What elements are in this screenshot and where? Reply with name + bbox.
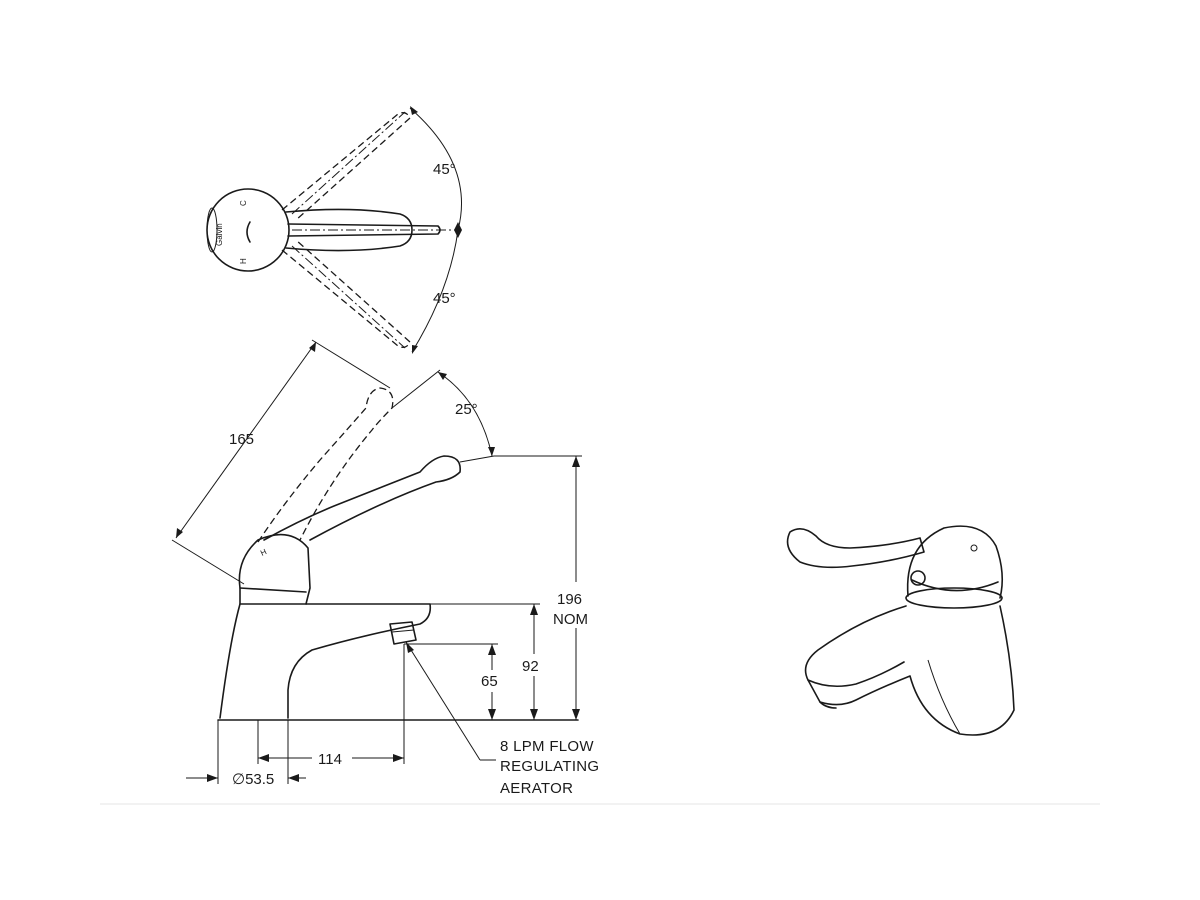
perspective-lever [786, 528, 925, 569]
dim-25-arrow-b [488, 447, 495, 456]
perspective-dome-base [905, 587, 1003, 609]
overall-height-value: 196 [557, 591, 582, 608]
dim-196-arrow-top [572, 456, 580, 467]
angle-arrow-top [410, 106, 418, 115]
aerator-note-line1: 8 LPM FLOW [500, 738, 594, 755]
dim-92-label-bg [518, 654, 548, 676]
tap-body [219, 603, 432, 719]
angle-arrow-mid-up [454, 222, 462, 230]
angle-arrow-mid-down [454, 230, 462, 238]
dim-dia-arrow-a [207, 774, 218, 782]
dim-65-arrow-top [488, 644, 496, 655]
perspective-body [804, 605, 1015, 736]
brand-mark: Galvin [215, 223, 224, 246]
dim-25-arc [437, 371, 493, 457]
top-view-upper-centerline [291, 111, 406, 215]
perspective-screw [910, 570, 926, 586]
dim-165-line [175, 341, 317, 539]
dim-196-label-bg [548, 582, 606, 628]
dim-dia-arrow-b [288, 774, 299, 782]
dim-92-arrow-top [530, 604, 538, 615]
dim-25-ext-b [459, 455, 495, 463]
side-view: H 165 25° 196 NOM 92 [171, 339, 606, 797]
dim-114-arrow-b [393, 754, 404, 762]
lever-angle-label: 25° [455, 401, 478, 418]
perspective-aerator [819, 701, 837, 709]
aerator [389, 621, 417, 645]
outlet-height-label: 65 [481, 673, 498, 690]
aerator-leader [405, 641, 481, 761]
dim-165-ext-b [311, 339, 391, 389]
perspective-indicator-dot [970, 544, 978, 552]
perspective-dome-band [911, 579, 999, 592]
top-view-knob-rim [206, 207, 218, 253]
lever-length-label: 165 [229, 431, 254, 448]
lever-rest [263, 455, 461, 541]
dim-92-arrow-bottom [530, 709, 538, 720]
dim-65-label-bg [478, 670, 506, 692]
handle-hub [238, 533, 311, 605]
top-view-indicator-arc [246, 221, 251, 243]
top-view-lever-lower [281, 239, 411, 348]
base-diameter-label: ∅53.5 [232, 771, 274, 788]
angle-lower-label: 45° [433, 290, 456, 307]
hot-mark: H [239, 258, 248, 264]
perspective-body-shade [927, 659, 961, 735]
perspective-dome [906, 525, 1004, 599]
top-view-lever-upper [281, 112, 411, 221]
angle-arc [409, 107, 462, 353]
dim-25-arrow-a [438, 372, 447, 380]
aerator-note-line2: REGULATING [500, 758, 599, 775]
perspective-view [786, 525, 1015, 736]
dim-196-arrow-bottom [572, 709, 580, 720]
spout-reach-label: 114 [318, 751, 342, 768]
dim-65-arrow-bottom [488, 709, 496, 720]
aerator-leader-arrow [406, 642, 414, 653]
side-hot-cold-marks: H [259, 547, 268, 558]
aerator-note-line3: AERATOR [500, 780, 573, 797]
top-view: 45° 45° Galvin H C [206, 106, 462, 354]
aerator-ring [391, 629, 415, 633]
lever-raised [257, 387, 394, 543]
dim-165-ext-a [171, 539, 245, 585]
angle-arrow-bottom [412, 345, 418, 354]
hub-collar [239, 587, 307, 593]
perspective-spout-top [807, 661, 905, 688]
dim-165-arrow-a [176, 528, 183, 538]
dim-114-label-bg [312, 748, 352, 768]
overall-height-note: NOM [553, 611, 588, 628]
dim-114-arrow-a [258, 754, 269, 762]
top-view-lower-centerline [291, 245, 406, 349]
top-view-lever-center [285, 208, 413, 252]
angle-upper-label: 45° [433, 161, 456, 178]
dim-165-arrow-b [309, 342, 316, 352]
cold-mark: C [239, 200, 248, 206]
dim-25-ext-a [391, 369, 441, 409]
spout-height-label: 92 [522, 658, 539, 675]
